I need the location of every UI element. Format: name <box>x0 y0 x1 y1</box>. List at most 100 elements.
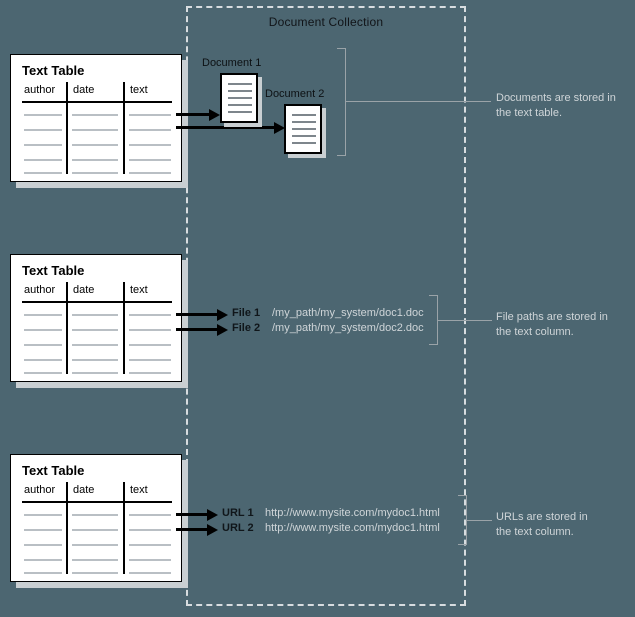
text-table-files: Text Table author date text <box>10 254 188 388</box>
url-1-label: URL 1 <box>222 507 254 519</box>
document-line <box>228 104 252 106</box>
row-placeholder <box>72 544 118 546</box>
files-leader-line <box>438 320 492 321</box>
row-placeholder <box>24 172 62 174</box>
row-placeholder <box>129 159 171 161</box>
row-placeholder <box>129 314 171 316</box>
document-line <box>292 114 316 116</box>
row-placeholder <box>24 359 62 361</box>
column-header-text: text <box>130 284 148 296</box>
row-placeholder <box>24 314 62 316</box>
column-divider <box>66 82 68 174</box>
arrow-to-file-1-head <box>217 309 228 321</box>
file-2-path: /my_path/my_system/doc2.doc <box>272 322 424 334</box>
text-table-urls: Text Table author date text <box>10 454 188 588</box>
header-rule <box>22 301 172 303</box>
table-title: Text Table <box>22 263 85 278</box>
file-1-path: /my_path/my_system/doc1.doc <box>272 307 424 319</box>
urls-leader-line <box>467 520 492 521</box>
column-divider <box>123 482 125 574</box>
card-sheet: Text Table author date text <box>10 454 182 582</box>
row-placeholder <box>24 559 62 561</box>
row-placeholder <box>129 144 171 146</box>
row-placeholder <box>24 544 62 546</box>
arrow-to-document-1-head <box>209 109 220 121</box>
column-divider <box>66 282 68 374</box>
arrow-to-file-2-head <box>217 324 228 336</box>
table-title: Text Table <box>22 463 85 478</box>
column-header-date: date <box>73 484 95 496</box>
row-placeholder <box>72 559 118 561</box>
column-header-date: date <box>73 284 95 296</box>
row-placeholder <box>24 114 62 116</box>
table-title: Text Table <box>22 63 85 78</box>
row-placeholder <box>24 329 62 331</box>
row-placeholder <box>129 544 171 546</box>
file-1-label: File 1 <box>232 307 261 319</box>
document-icon-sheet <box>284 104 322 154</box>
document-1-icon <box>220 73 262 127</box>
arrow-to-url-1-head <box>207 509 218 521</box>
file-2-label: File 2 <box>232 322 261 334</box>
card-sheet: Text Table author date text <box>10 254 182 382</box>
row-placeholder <box>72 359 118 361</box>
row-placeholder <box>72 529 118 531</box>
arrow-to-file-2 <box>176 328 218 331</box>
row-placeholder <box>72 114 118 116</box>
column-header-date: date <box>73 84 95 96</box>
header-rule <box>22 501 172 503</box>
row-placeholder <box>72 129 118 131</box>
document-2-label: Document 2 <box>265 88 325 100</box>
column-header-text: text <box>130 84 148 96</box>
document-line <box>228 111 252 113</box>
row-placeholder <box>129 329 171 331</box>
row-placeholder <box>24 572 62 574</box>
column-header-author: author <box>24 484 56 496</box>
row-placeholder <box>72 372 118 374</box>
url-2-value: http://www.mysite.com/mydoc1.html <box>265 522 440 534</box>
document-line <box>292 135 316 137</box>
urls-bracket <box>458 495 467 545</box>
header-rule <box>22 101 172 103</box>
arrow-to-document-2-head <box>274 122 285 134</box>
row-placeholder <box>129 359 171 361</box>
row-placeholder <box>72 172 118 174</box>
url-1-value: http://www.mysite.com/mydoc1.html <box>265 507 440 519</box>
files-bracket <box>429 295 438 345</box>
documents-leader-line <box>346 101 491 102</box>
row-placeholder <box>72 144 118 146</box>
text-table-documents: Text Table author date text <box>10 54 188 188</box>
row-placeholder <box>24 129 62 131</box>
arrow-to-url-2 <box>176 528 208 531</box>
column-divider <box>123 82 125 174</box>
row-placeholder <box>24 514 62 516</box>
row-placeholder <box>129 114 171 116</box>
row-placeholder <box>72 329 118 331</box>
row-placeholder <box>129 572 171 574</box>
row-placeholder <box>72 159 118 161</box>
column-divider <box>66 482 68 574</box>
row-placeholder <box>24 344 62 346</box>
column-header-text: text <box>130 484 148 496</box>
files-note: File paths are stored in the text column… <box>496 311 608 338</box>
card-sheet: Text Table author date text <box>10 54 182 182</box>
row-placeholder <box>72 314 118 316</box>
arrow-to-url-2-head <box>207 524 218 536</box>
arrow-to-document-1 <box>176 113 210 116</box>
document-line <box>228 90 252 92</box>
document-2-icon <box>284 104 326 158</box>
row-placeholder <box>72 572 118 574</box>
row-placeholder <box>24 372 62 374</box>
row-placeholder <box>24 159 62 161</box>
document-collection-title: Document Collection <box>268 15 384 29</box>
row-placeholder <box>129 529 171 531</box>
document-line <box>292 128 316 130</box>
row-placeholder <box>72 514 118 516</box>
column-divider <box>123 282 125 374</box>
row-placeholder <box>129 514 171 516</box>
arrow-to-file-1 <box>176 313 218 316</box>
documents-bracket <box>337 48 346 156</box>
url-2-label: URL 2 <box>222 522 254 534</box>
document-icon-sheet <box>220 73 258 123</box>
